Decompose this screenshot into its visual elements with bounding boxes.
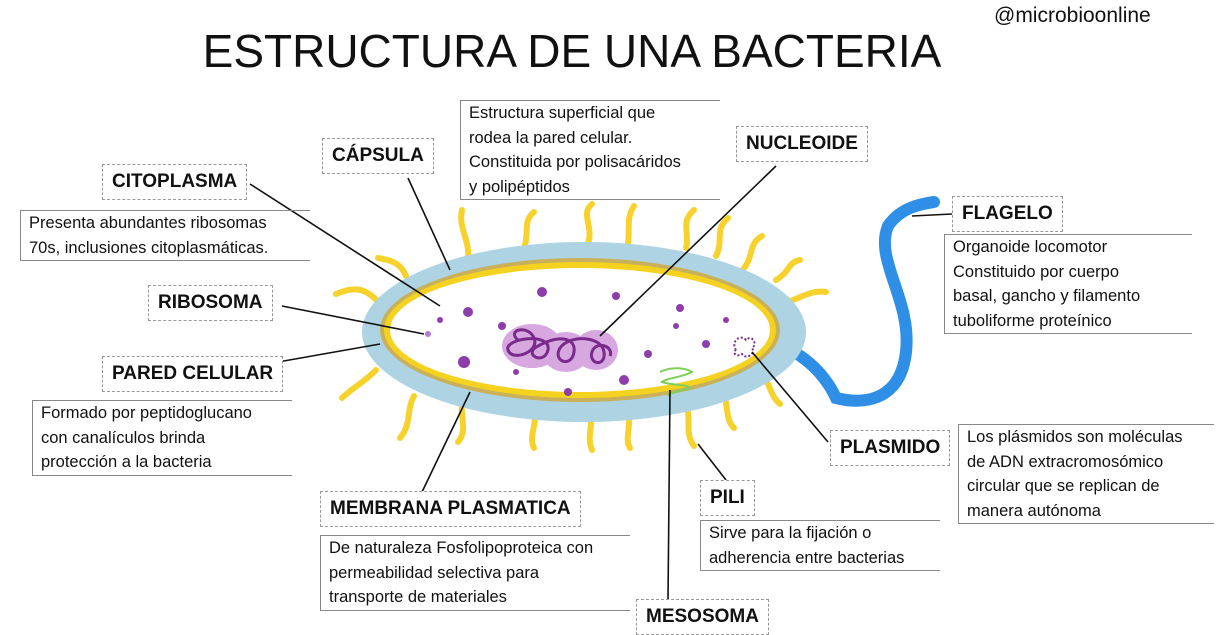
label-nucleoide: NUCLEOIDE <box>736 126 868 162</box>
desc-membrana-plasmatica: De naturaleza Fosfolipoproteica con perm… <box>320 535 630 611</box>
desc-line: Constituida por polisacáridos <box>469 153 681 171</box>
desc-line: protección a la bacteria <box>41 453 212 471</box>
desc-pili: Sirve para la fijación o adherencia entr… <box>700 520 940 571</box>
desc-line: Estructura superficial que <box>469 104 656 122</box>
leader-line-plasmido <box>751 351 829 443</box>
pilus <box>339 367 379 401</box>
ribosomes <box>425 287 729 396</box>
label-ribosoma: RIBOSOMA <box>148 285 273 321</box>
label-pili: PILI <box>700 480 755 516</box>
desc-flagelo: Organoide locomotor Constituido por cuer… <box>944 234 1192 334</box>
pilus <box>333 286 381 305</box>
mesosome <box>659 367 694 397</box>
pilus <box>741 233 765 271</box>
desc-capsula: Estructura superficial que rodea la pare… <box>460 100 720 200</box>
nucleoid <box>502 324 618 372</box>
label-flagelo: FLAGELO <box>952 196 1063 232</box>
leader-line-membrana <box>421 391 471 493</box>
desc-line: rodea la pared celular. <box>469 128 633 147</box>
pilus <box>458 207 472 261</box>
plasmid <box>733 336 756 358</box>
desc-line: Los plásmidos son moléculas <box>967 428 1183 446</box>
leader-line-mesosoma <box>667 389 671 601</box>
pilus <box>397 393 417 441</box>
desc-line: con canalículos brinda <box>41 428 206 447</box>
pilus <box>625 203 637 247</box>
leader-line-nucleoide <box>599 165 777 337</box>
desc-line: manera autónoma <box>967 501 1101 520</box>
pilus <box>713 215 731 259</box>
desc-line: adherencia entre bacterias <box>709 548 905 567</box>
desc-line: 70s, inclusiones citoplasmáticas. <box>29 238 269 257</box>
cytoplasm <box>390 268 770 392</box>
leader-lines <box>249 165 953 601</box>
page-title: ESTRUCTURA DE UNA BACTERIA <box>202 25 942 77</box>
leader-line-capsula <box>407 177 451 271</box>
desc-line: transporte de materiales <box>329 588 507 606</box>
label-plasmido: PLASMIDO <box>830 430 951 466</box>
label-pared-celular: PARED CELULAR <box>102 356 284 392</box>
pilus <box>375 255 409 279</box>
pilus <box>584 201 595 247</box>
desc-pared-celular: Formado por peptidoglucano con canalícul… <box>32 400 292 476</box>
desc-line: Formado por peptidoglucano <box>41 404 252 422</box>
leader-line-ribosoma <box>281 305 425 335</box>
leader-line-pili <box>697 443 727 481</box>
leader-line-flagelo <box>911 213 953 217</box>
author-handle: @microbioonline <box>994 4 1151 27</box>
leader-line-pared <box>277 343 381 363</box>
pilus <box>521 209 537 251</box>
label-membrana-plasmatica: MEMBRANA PLASMATICA <box>320 491 581 527</box>
desc-line: tuboliforme proteínico <box>953 311 1112 330</box>
desc-line: circular que se replican de <box>967 477 1160 495</box>
pilus <box>683 207 697 251</box>
desc-line: De naturaleza Fosfolipoproteica con <box>329 539 594 557</box>
desc-line: Presenta abundantes ribosomas <box>29 214 267 232</box>
desc-citoplasma: Presenta abundantes ribosomas 70s, inclu… <box>20 210 310 261</box>
leader-line-citoplasma <box>249 183 441 307</box>
label-capsula: CÁPSULA <box>322 138 434 174</box>
desc-plasmido: Los plásmidos son moléculas de ADN extra… <box>958 424 1214 524</box>
pilus <box>785 288 829 305</box>
label-citoplasma: CITOPLASMA <box>102 164 248 200</box>
pilus <box>773 257 803 283</box>
desc-line: y polipéptidos <box>469 177 570 196</box>
desc-line: basal, gancho y filamento <box>953 287 1141 305</box>
desc-line: de ADN extracromosómico <box>967 452 1164 471</box>
flagellum <box>764 196 940 407</box>
desc-line: Constituido por cuerpo <box>953 262 1120 281</box>
desc-line: Organoide locomotor <box>953 238 1108 256</box>
desc-line: Sirve para la fijación o <box>709 524 872 542</box>
label-mesosoma: MESOSOMA <box>636 599 769 635</box>
desc-line: permeabilidad selectiva para <box>329 563 540 582</box>
